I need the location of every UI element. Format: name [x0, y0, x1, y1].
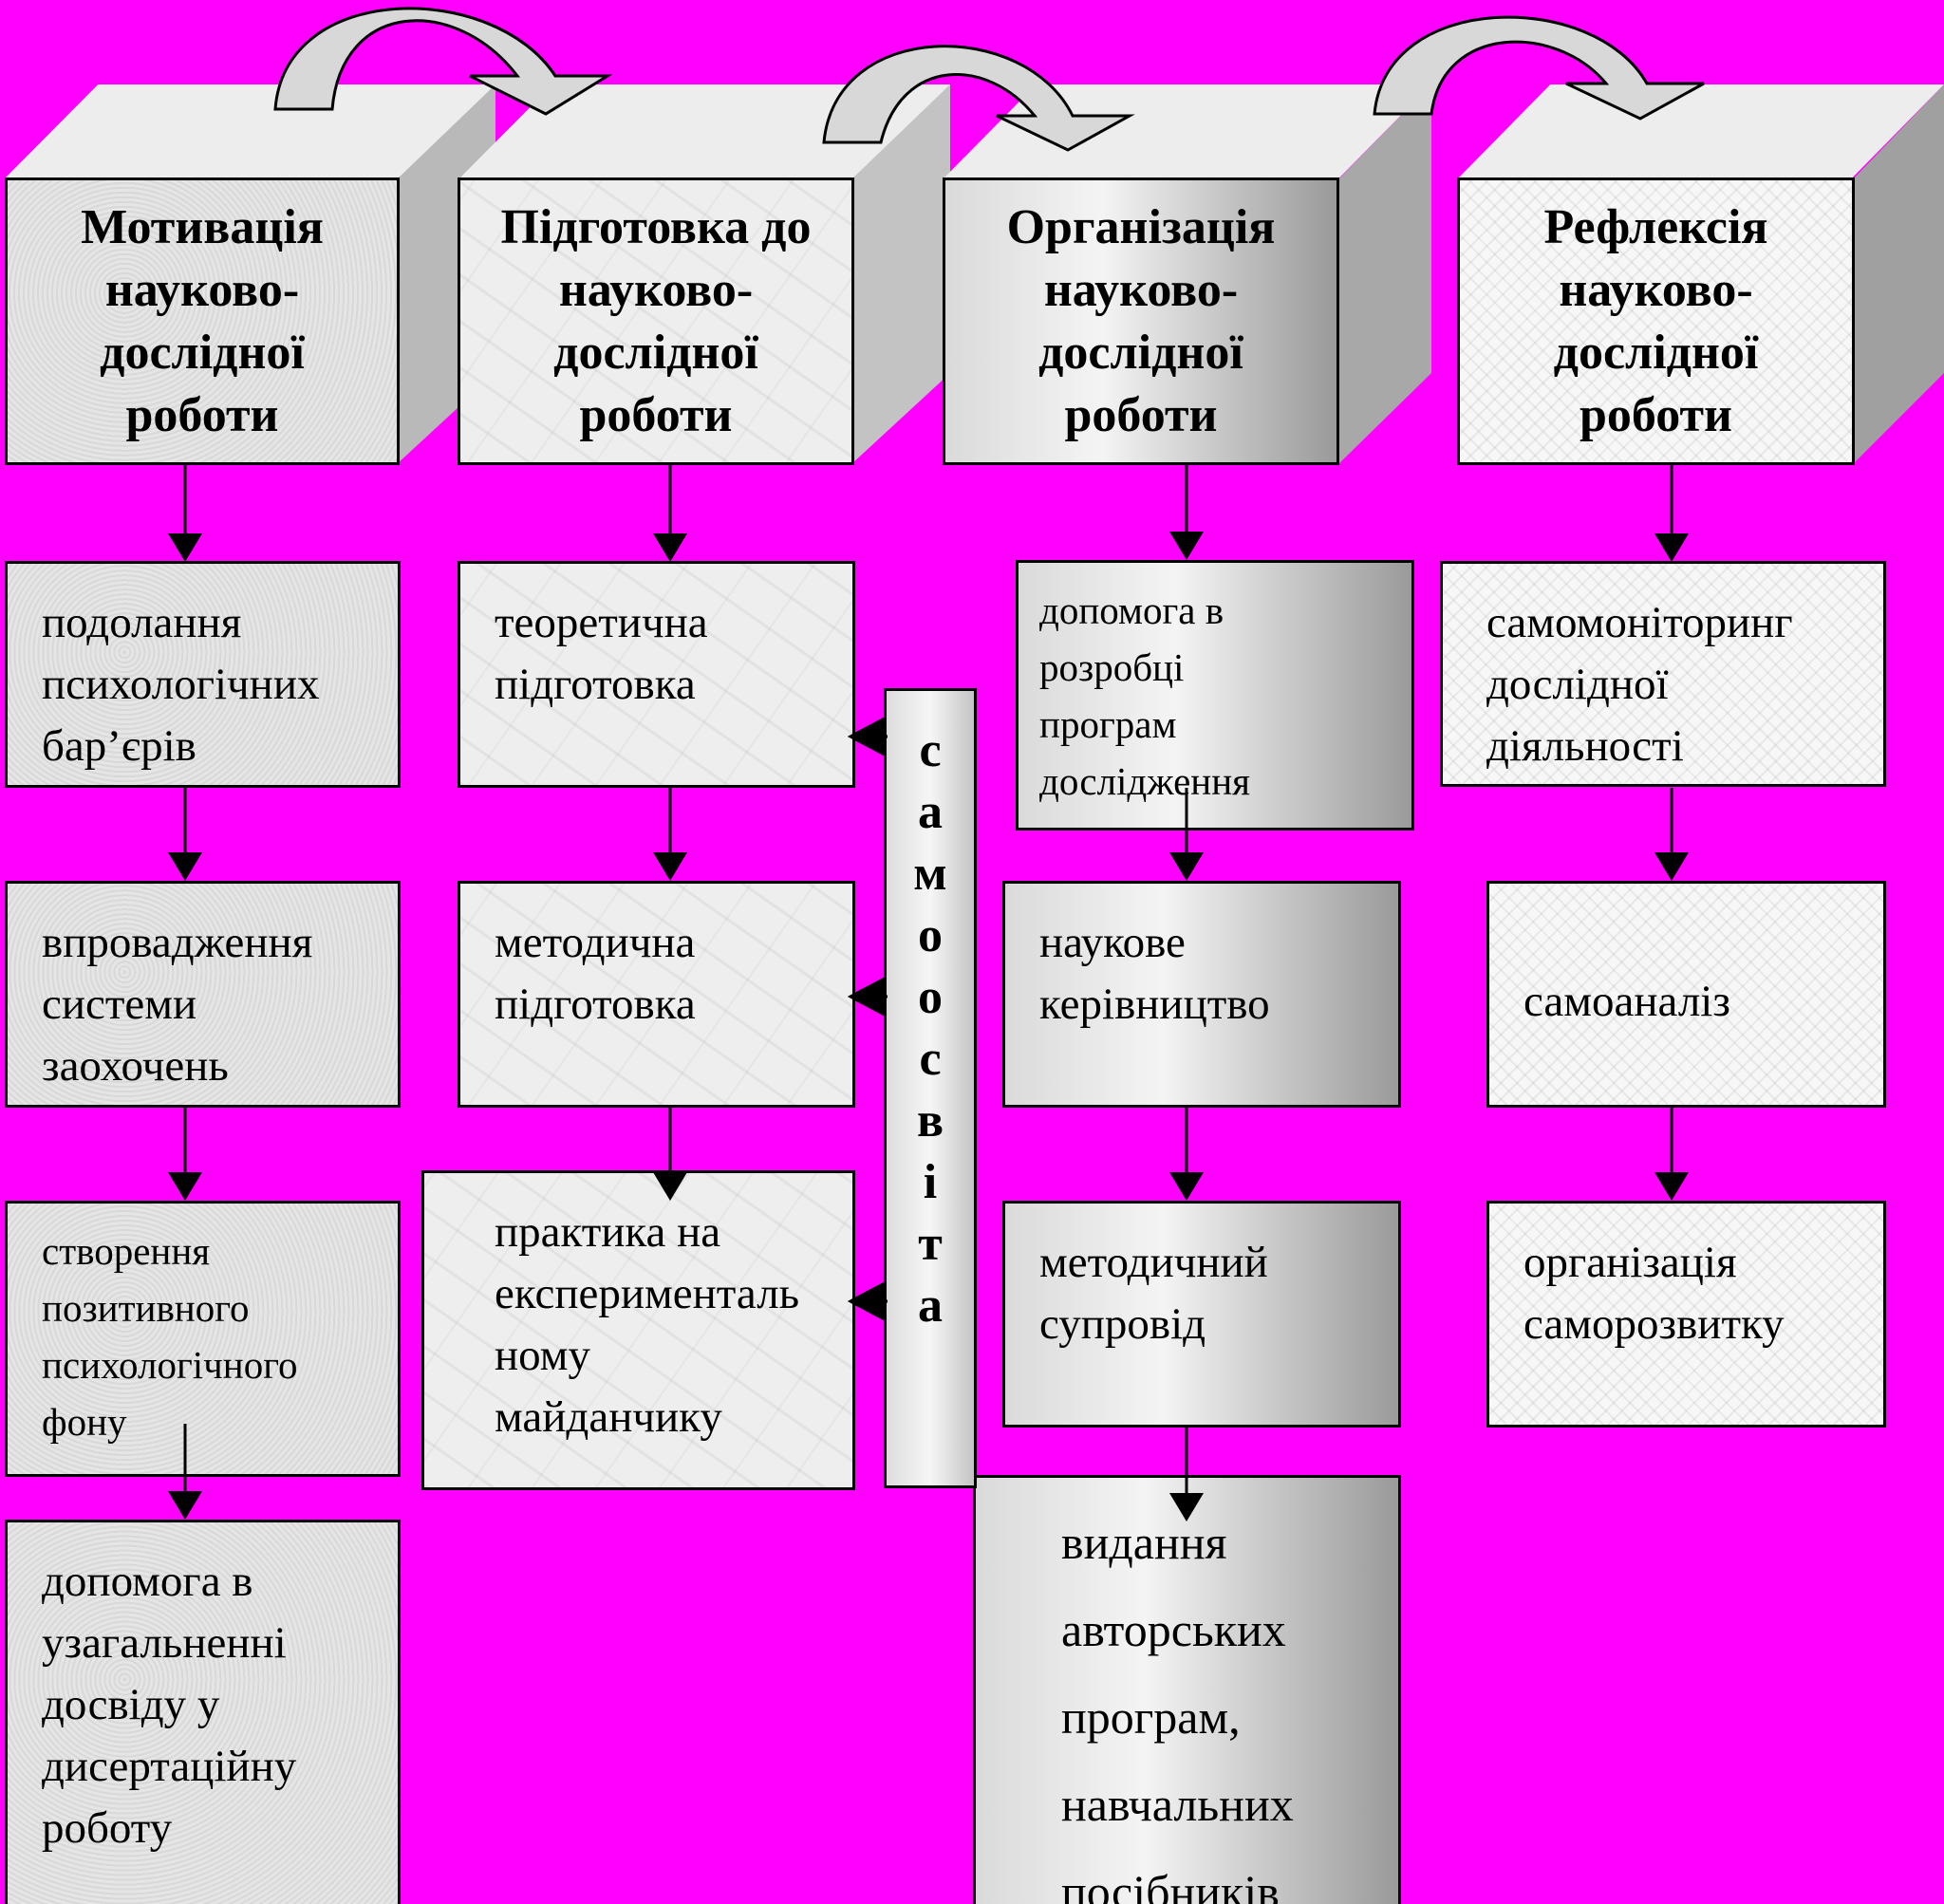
item-motivation-2: впровадження системи заохочень: [5, 881, 401, 1108]
item-preparation-1-text: теоретична підготовка: [495, 598, 708, 709]
item-organization-4-text: видання авторських програм, навчальних п…: [1061, 1516, 1294, 1904]
header-preparation: Підготовка до науково- дослідної роботи: [458, 177, 854, 465]
item-organization-1-text: допомога в розробці програм дослідження: [1039, 588, 1251, 803]
item-preparation-2: методична підготовка: [458, 881, 855, 1108]
header-organization-label: Організація науково- дослідної роботи: [1006, 199, 1276, 442]
item-organization-2: наукове керівництво: [1002, 881, 1401, 1108]
item-motivation-1: подолання психологічних бар’єрів: [5, 561, 401, 788]
item-reflection-3: організація саморозвитку: [1486, 1201, 1886, 1428]
self-education-letter: в: [916, 1093, 944, 1148]
item-motivation-4-text: допомога в узагальненні досвіду у дисерт…: [42, 1557, 297, 1853]
item-motivation-3: створення позитивного психологічного фон…: [5, 1201, 401, 1477]
item-motivation-4: допомога в узагальненні досвіду у дисерт…: [5, 1520, 401, 1904]
header-reflection: Рефлексія науково- дослідної роботи: [1457, 177, 1855, 465]
item-organization-4: видання авторських програм, навчальних п…: [973, 1475, 1401, 1904]
item-reflection-2-text: самоаналіз: [1523, 977, 1730, 1026]
item-organization-3: методичний супровід: [1002, 1201, 1401, 1428]
item-preparation-3-text: практика на експерименталь ному майданчи…: [495, 1207, 800, 1442]
item-motivation-2-text: впровадження системи заохочень: [42, 918, 313, 1091]
header-reflection-label: Рефлексія науково- дослідної роботи: [1543, 199, 1768, 442]
header-motivation-label: Мотивація науково- дослідної роботи: [81, 199, 324, 442]
item-preparation-2-text: методична підготовка: [495, 918, 696, 1029]
header-motivation: Мотивація науково- дослідної роботи: [5, 177, 400, 465]
item-motivation-3-text: створення позитивного психологічного фон…: [42, 1229, 298, 1444]
self-education-letter: а: [918, 785, 943, 839]
self-education-letter: о: [918, 970, 943, 1024]
item-preparation-3: практика на експерименталь ному майданчи…: [421, 1170, 855, 1490]
item-reflection-1-text: самомоніторинг дослідної діяльності: [1486, 598, 1793, 771]
self-education-letter: с: [919, 1032, 942, 1086]
item-organization-2-text: наукове керівництво: [1039, 918, 1270, 1029]
side-arrows: [847, 717, 888, 1321]
self-education-letter: а: [918, 1279, 943, 1333]
item-organization-3-text: методичний супровід: [1039, 1238, 1268, 1349]
header-organization: Організація науково- дослідної роботи: [943, 177, 1339, 465]
item-reflection-1: самомоніторинг дослідної діяльності: [1440, 561, 1886, 787]
self-education-letter: о: [918, 908, 943, 962]
item-reflection-3-text: організація саморозвитку: [1523, 1238, 1785, 1349]
header-preparation-label: Підготовка до науково- дослідної роботи: [500, 199, 812, 442]
self-education-letter: і: [923, 1155, 938, 1209]
self-education-letter: т: [918, 1217, 943, 1271]
item-motivation-1-text: подолання психологічних бар’єрів: [42, 598, 320, 771]
self-education-box: с а м о о с в і т а: [884, 688, 977, 1488]
item-reflection-2: самоаналіз: [1486, 881, 1886, 1108]
self-education-letter: с: [919, 723, 942, 777]
item-organization-1: допомога в розробці програм дослідження: [1016, 560, 1414, 831]
self-education-letter: м: [913, 847, 947, 901]
item-preparation-1: теоретична підготовка: [458, 561, 855, 788]
